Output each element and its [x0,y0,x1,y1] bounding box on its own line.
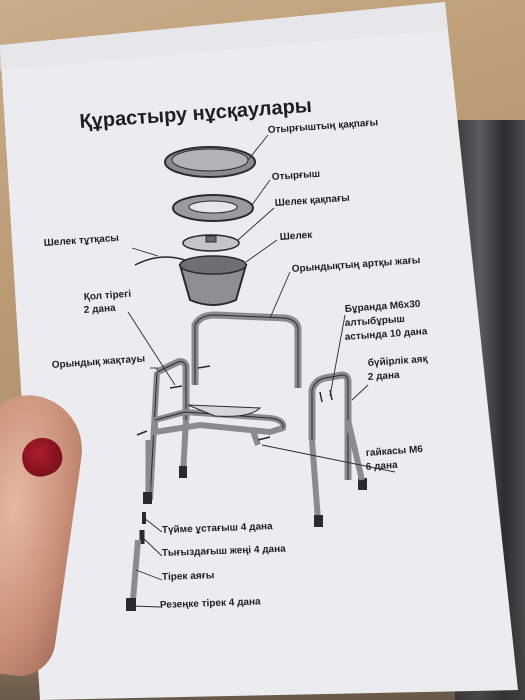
label-armrest-line2: 2 дана [83,303,116,316]
leader-line [351,384,369,401]
foot-cap [314,515,323,527]
label-nut-line1: гайкасы М6 [365,444,423,459]
support-leg-part [130,539,141,601]
leader-line [143,517,163,533]
bucket-lid-part [182,234,240,252]
leader-line [245,239,278,263]
seat-frame-inner [187,404,262,417]
leader-line [261,444,396,473]
bolt-mark [329,389,333,401]
leader-line [135,569,163,581]
leader-line [141,536,163,557]
label-bolt-line1: Бұранда М6х30 [344,299,421,315]
foot-cap [179,466,187,478]
label-bucket: Шелек [279,230,313,243]
back-frame-part [194,314,299,388]
seat-part [188,200,238,214]
seat-frame-leg [249,427,261,446]
bucket-rim [179,255,247,275]
leader-line [251,179,271,206]
seat-lid-part [171,148,249,172]
bolt-mark [197,365,211,369]
label-bucket-handle: Шелек тұтқасы [43,233,119,249]
rubber-foot-part [126,598,136,611]
seat-frame-part [154,411,284,429]
bolt-mark [257,436,271,441]
foot-cap [143,492,152,504]
right-rear-leg [345,419,365,481]
leader-line [237,207,275,241]
bucket-part [178,264,248,306]
label-seal-sleeve: Тығыздағыш жеңі 4 дана [162,544,287,559]
label-bolt-line2: алтыбұрыш [344,313,405,329]
front-left-leg [149,371,158,501]
label-support-leg: Тірек аяғы [162,570,215,583]
leader-lines [127,134,396,608]
right-front-leg [309,439,321,521]
bolt-mark [319,391,323,403]
label-side-leg-line1: бүйірлік аяқ [367,353,428,369]
bolt-mark [169,385,183,389]
bucket-handle-part [134,256,186,266]
bolt-mark [136,430,148,436]
label-button-clip: Түйме ұстағыш 4 дана [162,521,274,536]
leader-line [247,134,269,161]
leader-line [131,605,161,608]
leader-line [269,271,291,319]
label-armrest-line1: Қол тірегі [83,289,131,303]
label-rubber-foot: Резеңке тірек 4 дана [160,596,262,611]
paper-shade [0,2,448,70]
left-side-frame [156,361,187,420]
toilet-chair-diagram [126,146,367,611]
label-nut-line2: 6 дана [365,460,398,473]
leader-line [131,247,159,257]
bucket-lid-knob [205,235,217,243]
label-side-leg-line2: 2 дана [367,370,400,383]
label-bucket-lid: Шелек қақпағы [274,193,350,209]
foot-cap [358,478,367,490]
diagram-labels: Отырғыштың қақпағы Отырғыш Шелек қақпағы… [43,117,428,611]
leader-line [329,314,346,397]
label-seat: Отырғыш [271,169,320,183]
leader-line [127,311,176,386]
